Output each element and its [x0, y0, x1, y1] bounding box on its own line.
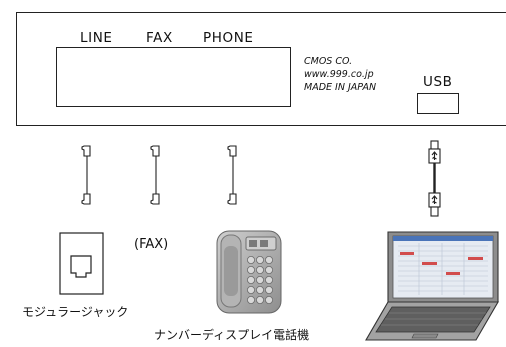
cable-icon	[150, 145, 160, 205]
line-port-label: LINE	[80, 30, 113, 46]
usb-cable-icon	[428, 140, 441, 217]
modular-jack-icon	[59, 232, 104, 295]
cable-icon	[81, 145, 91, 205]
manufacturer-url: www.999.co.jp	[304, 69, 374, 80]
usb-port-label: USB	[423, 74, 453, 90]
manufacturer-origin: MADE IN JAPAN	[304, 82, 377, 93]
fax-port-label: FAX	[146, 30, 173, 46]
caller-id-phone-label: ナンバーディスプレイ電話機	[154, 328, 310, 342]
modular-jack-label: モジュラージャック	[22, 305, 129, 319]
manufacturer-info: CMOS CO. www.999.co.jp MADE IN JAPAN	[304, 55, 376, 94]
telephone-icon	[216, 230, 282, 314]
usb-port	[417, 93, 459, 114]
cable-icon	[227, 145, 237, 205]
manufacturer-name: CMOS CO.	[304, 56, 353, 67]
phone-port-label: PHONE	[203, 30, 254, 46]
telephone-port-block	[56, 47, 291, 107]
fax-label: (FAX)	[134, 237, 169, 252]
laptop-icon	[365, 231, 499, 341]
